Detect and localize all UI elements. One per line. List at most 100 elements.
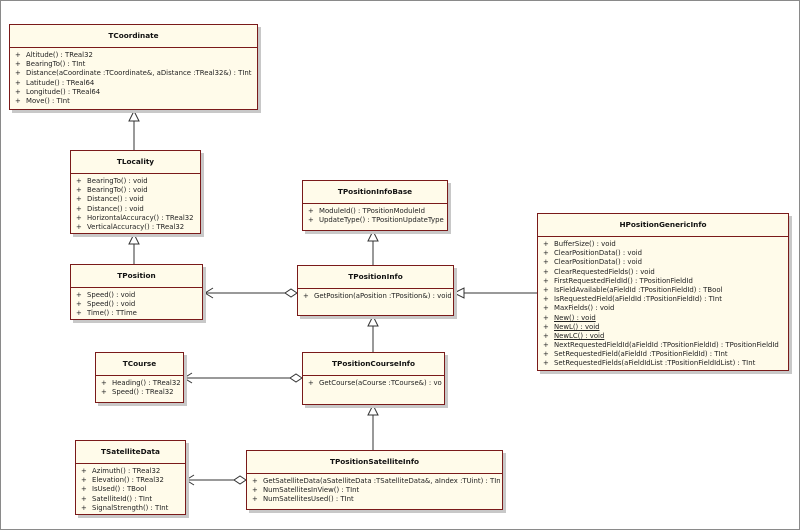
visibility-public: +: [543, 267, 549, 276]
operations-list: +GetPosition(aPosition :TPosition&) : vo…: [298, 289, 453, 303]
class-tpositioncourseinfo[interactable]: TPositionCourseInfo+GetCourse(aCourse :T…: [302, 352, 445, 405]
operation-row: +NewL() : void: [543, 323, 786, 332]
class-tcoordinate[interactable]: TCoordinate+Altitude() : TReal32+Bearing…: [9, 24, 258, 110]
operations-list: +BearingTo() : void+BearingTo() : void+D…: [71, 174, 200, 234]
operation-row: +Longitude() : TReal64: [15, 88, 255, 97]
operations-list: +Heading() : TReal32+Speed() : TReal32: [96, 376, 183, 399]
operation-row: +NumSatellitesUsed() : TInt: [252, 495, 500, 504]
nav-arrowhead: [204, 287, 214, 299]
operation-row: + IsUsed() : TBool: [81, 485, 183, 494]
operation-signature: FirstRequestedFieldId() : TPositionField…: [554, 276, 693, 285]
class-tposition[interactable]: TPosition+Speed() : void+Speed() : void+…: [70, 264, 203, 320]
operation-signature: ClearPositionData() : void: [554, 258, 642, 267]
visibility-public: +: [76, 222, 82, 231]
operation-row: +BufferSize() : void: [543, 240, 786, 249]
operation-row: + BearingTo() : TInt: [15, 60, 255, 69]
operation-row: +Speed() : void: [76, 300, 200, 309]
operation-row: +VerticalAccuracy() : TReal32: [76, 223, 198, 232]
operation-row: + Distance(aCoordinate :TCoordinate&, aDi…: [15, 69, 255, 78]
operation-row: + Speed() : TReal32: [101, 388, 181, 397]
operation-row: +HorizontalAccuracy() : TReal32: [76, 214, 198, 223]
visibility-public: +: [81, 485, 87, 494]
inherit-arrowhead: [128, 109, 140, 122]
visibility-public: +: [76, 204, 82, 213]
operation-signature: ModuleId() : TPositionModuleId: [319, 207, 426, 215]
visibility-public: +: [15, 69, 21, 78]
visibility-public: +: [81, 467, 87, 475]
inherit-arrowhead: [367, 314, 379, 327]
class-tlocality[interactable]: TLocality+BearingTo() : void+BearingTo()…: [70, 150, 201, 234]
class-tpositioninfo[interactable]: TPositionInfo+GetPosition(aPosition :TPo…: [297, 265, 454, 316]
operation-signature: NextRequestedFieldId(aFieldId :TPosition…: [554, 341, 779, 350]
visibility-public: +: [543, 304, 549, 313]
operation-signature: BearingTo() : void: [87, 177, 148, 185]
class-tcourse[interactable]: TCourse+Heading() : TReal32+Speed() : TR…: [95, 352, 184, 403]
visibility-public: +: [15, 78, 21, 87]
class-hpositiongenericinfo[interactable]: HPositionGenericInfo+BufferSize() : void…: [537, 213, 789, 371]
class-tpositionsatelliteinfo[interactable]: TPositionSatelliteInfo + GetSatelliteData(…: [246, 450, 503, 510]
operation-signature: BearingTo() : TInt: [26, 60, 86, 69]
visibility-public: +: [101, 379, 107, 387]
visibility-public: +: [76, 177, 82, 185]
operations-list: + Altitude() : TReal32 + BearingTo() : TInt…: [10, 48, 257, 108]
visibility-public: +: [15, 51, 21, 59]
operation-signature: Latitude() : TReal64: [26, 78, 95, 87]
visibility-public: +: [15, 60, 21, 69]
operation-signature: Distance() : void: [87, 204, 144, 213]
operation-signature: Altitude() : TReal32: [26, 51, 93, 59]
operation-signature: Move() : TInt: [26, 96, 70, 105]
operation-signature: Time() : TTime: [87, 309, 137, 318]
operation-signature: NewL() : void: [554, 322, 600, 331]
operation-row: + New() : void: [543, 314, 786, 323]
class-name: TLocality: [71, 151, 200, 174]
operation-row: + Distance() : void: [76, 195, 198, 204]
operation-signature: Speed() : TReal32: [112, 388, 174, 397]
operation-row: +Move() : TInt: [15, 97, 255, 106]
class-tpositioninfobase[interactable]: TPositionInfoBase+ModuleId() : TPosition…: [302, 180, 448, 231]
visibility-public: +: [308, 207, 314, 215]
operation-row: +GetPosition(aPosition :TPosition&) : vo…: [303, 292, 451, 301]
operations-list: +BufferSize() : void+ClearPositionData()…: [538, 237, 788, 371]
operation-row: +BearingTo() : void: [76, 186, 198, 195]
operation-row: +Speed() : void: [76, 291, 200, 300]
operation-signature: Distance() : void: [87, 195, 144, 204]
nav-arrowhead: [185, 474, 195, 486]
operation-signature: HorizontalAccuracy() : TReal32: [87, 213, 194, 222]
operation-signature: New() : void: [554, 313, 596, 322]
class-name: TSatelliteData: [76, 441, 185, 464]
visibility-public: +: [543, 313, 549, 322]
inherit-arrowhead: [128, 232, 140, 245]
operation-row: + Azimuth() : TReal32: [81, 467, 183, 476]
operation-signature: GetSatelliteData(aSatelliteData :TSatell…: [263, 477, 500, 485]
operation-row: +NextRequestedFieldId(aFieldId :TPositio…: [543, 341, 786, 350]
operation-signature: Azimuth() : TReal32: [92, 467, 161, 475]
operation-row: +NewLC() : void: [543, 332, 786, 341]
visibility-public: +: [252, 495, 258, 504]
inherit-arrowhead: [452, 287, 465, 299]
operation-signature: IsUsed() : TBool: [92, 485, 147, 494]
operation-row: +SetRequestedFields(aFieldIdList :TPosit…: [543, 359, 786, 368]
class-name: TPositionSatelliteInfo: [247, 451, 502, 474]
operation-row: +SetRequestedField(aFieldId :TPositionFi…: [543, 350, 786, 359]
class-tsatellitedata[interactable]: TSatelliteData + Azimuth() : TReal32+Eleva…: [75, 440, 186, 515]
visibility-public: +: [76, 300, 82, 309]
operation-signature: GetPosition(aPosition :TPosition&) : voi…: [314, 292, 451, 300]
visibility-public: +: [101, 388, 107, 397]
operation-row: +IsFieldAvailable(aFieldId :TPositionFie…: [543, 286, 786, 295]
operation-signature: MaxFields() : void: [554, 304, 615, 313]
operation-row: +IsRequestedField(aFieldId :TPositionFie…: [543, 295, 786, 304]
visibility-public: +: [543, 249, 549, 258]
aggregation-diamond: [284, 288, 298, 298]
aggregation-diamond: [289, 373, 303, 383]
visibility-public: +: [76, 195, 82, 204]
operation-row: +Elevation() : TReal32: [81, 476, 183, 485]
visibility-public: +: [76, 291, 82, 299]
operation-signature: Distance(aCoordinate :TCoordinate&, aDis…: [26, 69, 252, 78]
operation-row: + Distance() : void: [76, 205, 198, 214]
visibility-public: +: [543, 285, 549, 294]
inherit-arrowhead: [367, 229, 379, 242]
visibility-public: +: [543, 240, 549, 248]
class-name: HPositionGenericInfo: [538, 214, 788, 237]
operations-list: +ModuleId() : TPositionModuleId+UpdateTy…: [303, 204, 447, 227]
operation-signature: IsRequestedField(aFieldId :TPositionFiel…: [554, 295, 722, 304]
